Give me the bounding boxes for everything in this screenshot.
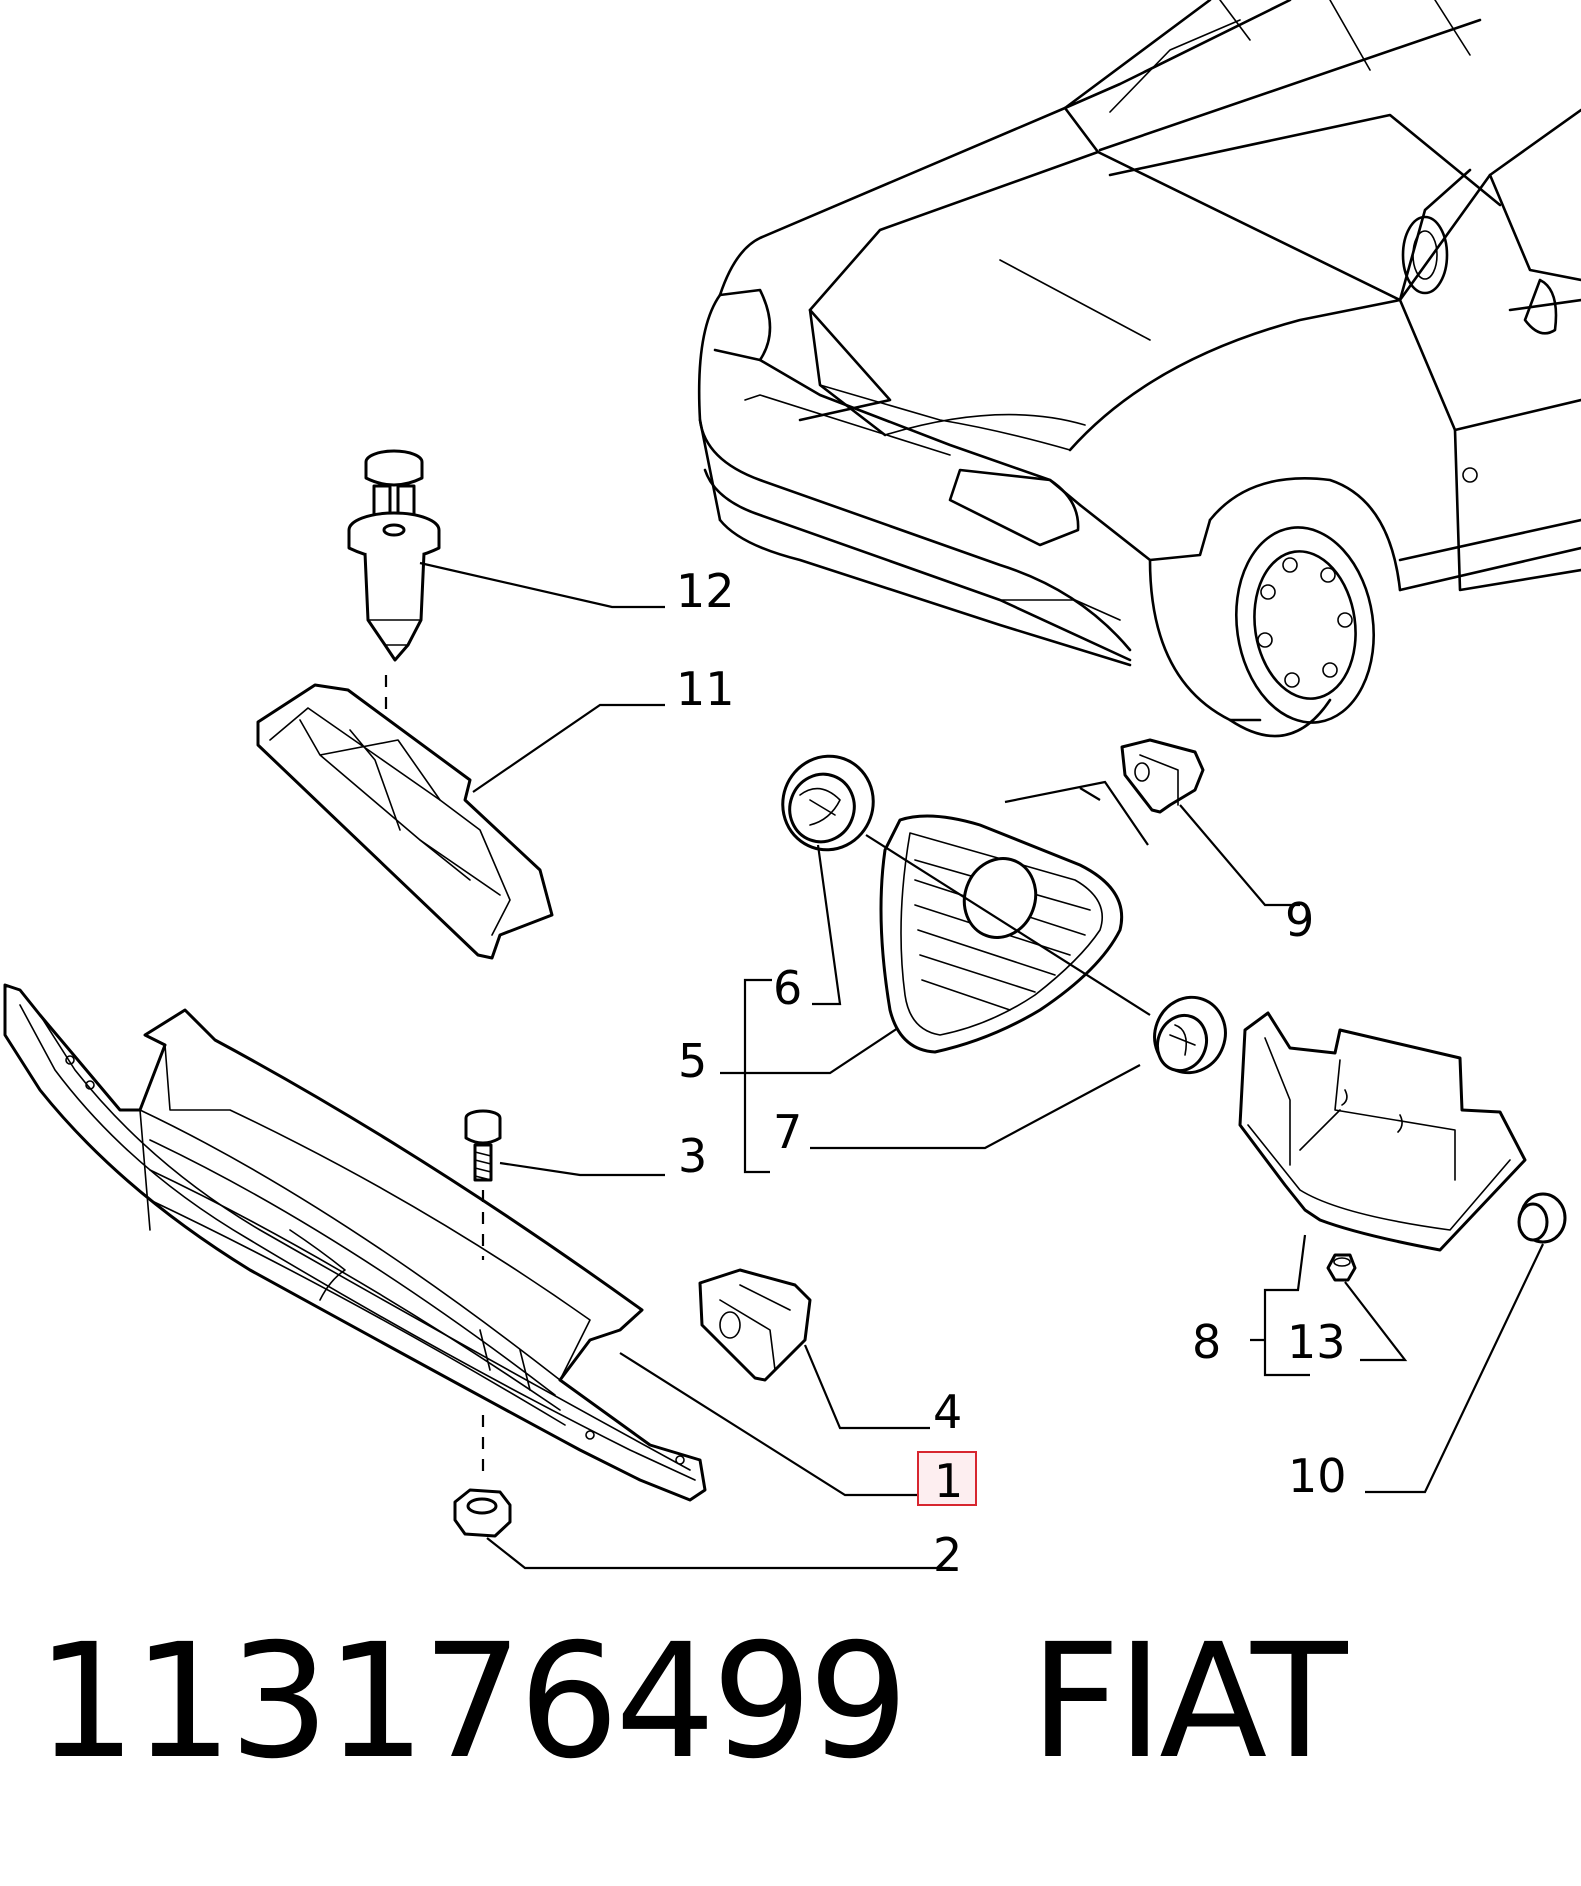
clip-part-9 (1120, 738, 1205, 814)
front-grille-part-1 (3, 983, 707, 1502)
callout-3: 3 (678, 1129, 707, 1183)
callout-10: 10 (1288, 1449, 1347, 1503)
callout-4: 4 (933, 1385, 962, 1439)
push-clip-part-12 (347, 449, 441, 662)
callout-1: 1 (934, 1454, 963, 1508)
callout-2: 2 (933, 1528, 962, 1582)
clip-part-4 (698, 1268, 812, 1382)
part-number-footer: 113176499 FIAT (36, 1610, 1348, 1794)
callout-11: 11 (676, 662, 735, 716)
car-outline-illustration (697, 0, 1581, 738)
callouts: 12 11 6 5 7 3 9 4 1 2 8 13 10 (676, 564, 1347, 1582)
callout-6: 6 (773, 961, 802, 1015)
screw-part-3 (464, 1109, 502, 1182)
splash-shield-part-8 (1238, 1011, 1527, 1252)
badge-part-7 (1153, 995, 1227, 1075)
callout-5: 5 (678, 1034, 707, 1088)
shield-grille-part-5 (879, 814, 1124, 1054)
badge-part-6 (781, 754, 875, 852)
bracket-part-11 (256, 683, 554, 960)
clip-part-13 (1326, 1253, 1357, 1282)
leader-lines (419, 561, 1544, 1570)
nut-part-2 (453, 1488, 512, 1538)
part-number: 113176499 (36, 1610, 909, 1794)
brand-name: FIAT (1029, 1610, 1348, 1794)
callout-8: 8 (1192, 1315, 1221, 1369)
callout-7: 7 (773, 1105, 802, 1159)
grommet-part-10 (1517, 1192, 1567, 1244)
callout-12: 12 (676, 564, 735, 618)
callout-13: 13 (1287, 1315, 1346, 1369)
callout-highlight-box (917, 1451, 977, 1506)
callout-9: 9 (1285, 893, 1314, 947)
